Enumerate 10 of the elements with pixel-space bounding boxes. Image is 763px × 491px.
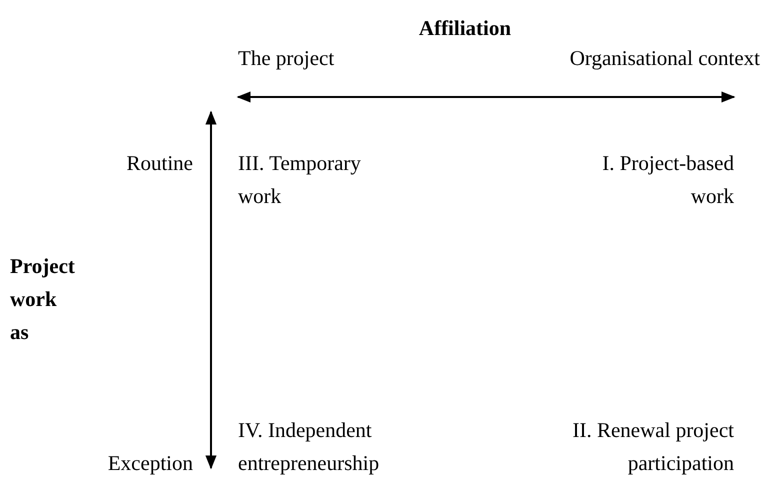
quadrant-label: IV. Independent entrepreneurship <box>238 417 380 477</box>
axis-label: Organisational context <box>570 45 760 72</box>
axis-label: Exception <box>108 450 193 477</box>
quadrant-label: II. Renewal project participation <box>571 417 734 477</box>
axis-label: The project <box>238 45 334 72</box>
axis-title: Affiliation <box>418 15 512 42</box>
axis-title: Project work as <box>10 253 75 346</box>
quadrant-label: III. Temporary work <box>238 150 362 210</box>
quadrant-label: I. Project-based work <box>601 150 734 210</box>
axis-label: Routine <box>126 150 193 177</box>
